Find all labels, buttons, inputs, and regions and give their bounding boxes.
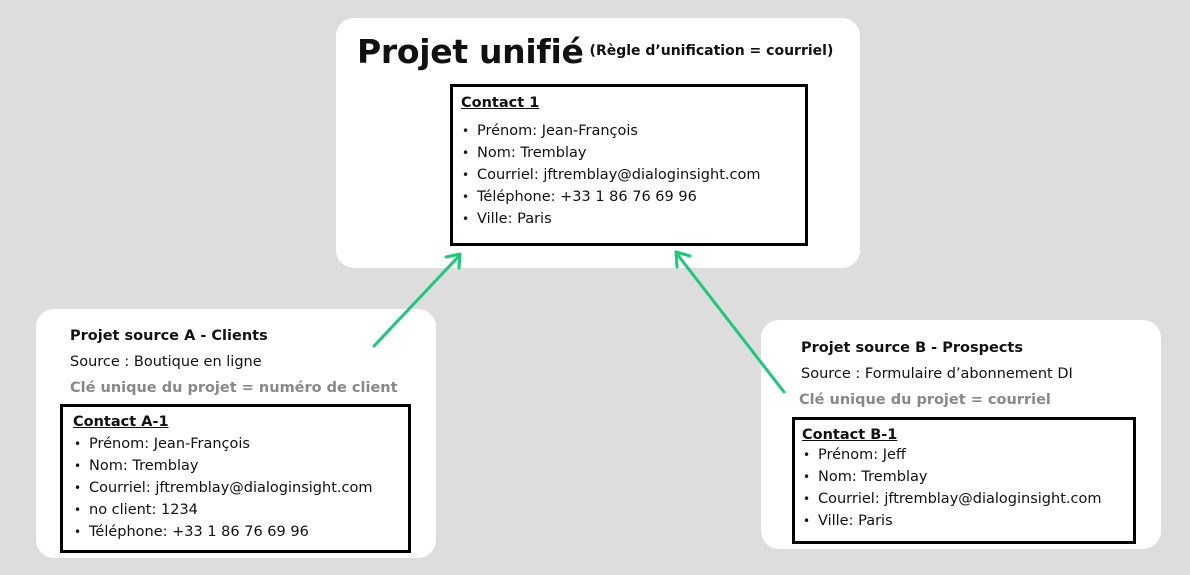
- source-project-b-card: Projet source B - Prospects Source : For…: [761, 320, 1161, 549]
- contact-field: Ville: Paris: [802, 510, 1133, 532]
- contact-field: no client: 1234: [73, 499, 408, 521]
- contact-field: Courriel: jftremblay@dialoginsight.com: [73, 477, 408, 499]
- contact-title: Contact B-1: [802, 427, 898, 443]
- source-project-a-info: Projet source A - Clients Source : Bouti…: [70, 323, 398, 401]
- contact-field-list: Prénom: Jean-François Nom: Tremblay Cour…: [73, 433, 408, 543]
- source-project-a-key: Clé unique du projet = numéro de client: [70, 380, 398, 396]
- contact-field: Prénom: Jean-François: [461, 120, 805, 142]
- contact-field: Ville: Paris: [461, 208, 805, 230]
- contact-box-unified: Contact 1 Prénom: Jean-François Nom: Tre…: [450, 84, 808, 246]
- source-project-a-source: Source : Boutique en ligne: [70, 354, 262, 370]
- unified-project-header: Projet unifié (Règle d’unification = cour…: [357, 32, 833, 71]
- contact-field: Nom: Tremblay: [73, 455, 408, 477]
- contact-field: Prénom: Jeff: [802, 444, 1133, 466]
- source-project-b-source: Source : Formulaire d’abonnement DI: [801, 366, 1073, 382]
- contact-title: Contact A-1: [73, 414, 169, 430]
- source-project-a-title: Projet source A - Clients: [70, 328, 268, 344]
- unification-rule: (Règle d’unification = courriel): [589, 43, 834, 59]
- contact-box-a1: Contact A-1 Prénom: Jean-François Nom: T…: [60, 404, 411, 553]
- contact-box-b1: Contact B-1 Prénom: Jeff Nom: Tremblay C…: [792, 417, 1136, 544]
- contact-title: Contact 1: [461, 95, 540, 111]
- contact-field: Courriel: jftremblay@dialoginsight.com: [461, 164, 805, 186]
- unified-project-card: Projet unifié (Règle d’unification = cour…: [336, 18, 860, 268]
- unified-project-title: Projet unifié: [357, 32, 584, 71]
- contact-field: Prénom: Jean-François: [73, 433, 408, 455]
- contact-field: Nom: Tremblay: [461, 142, 805, 164]
- source-project-a-card: Projet source A - Clients Source : Bouti…: [36, 309, 436, 558]
- source-project-b-title: Projet source B - Prospects: [801, 340, 1023, 356]
- contact-field: Téléphone: +33 1 86 76 69 96: [73, 521, 408, 543]
- contact-field-list: Prénom: Jeff Nom: Tremblay Courriel: jft…: [802, 444, 1133, 532]
- contact-field: Nom: Tremblay: [802, 466, 1133, 488]
- source-project-b-info: Projet source B - Prospects Source : For…: [799, 335, 1073, 413]
- source-project-b-key: Clé unique du projet = courriel: [799, 392, 1051, 408]
- contact-field: Courriel: jftremblay@dialoginsight.com: [802, 488, 1133, 510]
- contact-field-list: Prénom: Jean-François Nom: Tremblay Cour…: [461, 120, 805, 230]
- contact-field: Téléphone: +33 1 86 76 69 96: [461, 186, 805, 208]
